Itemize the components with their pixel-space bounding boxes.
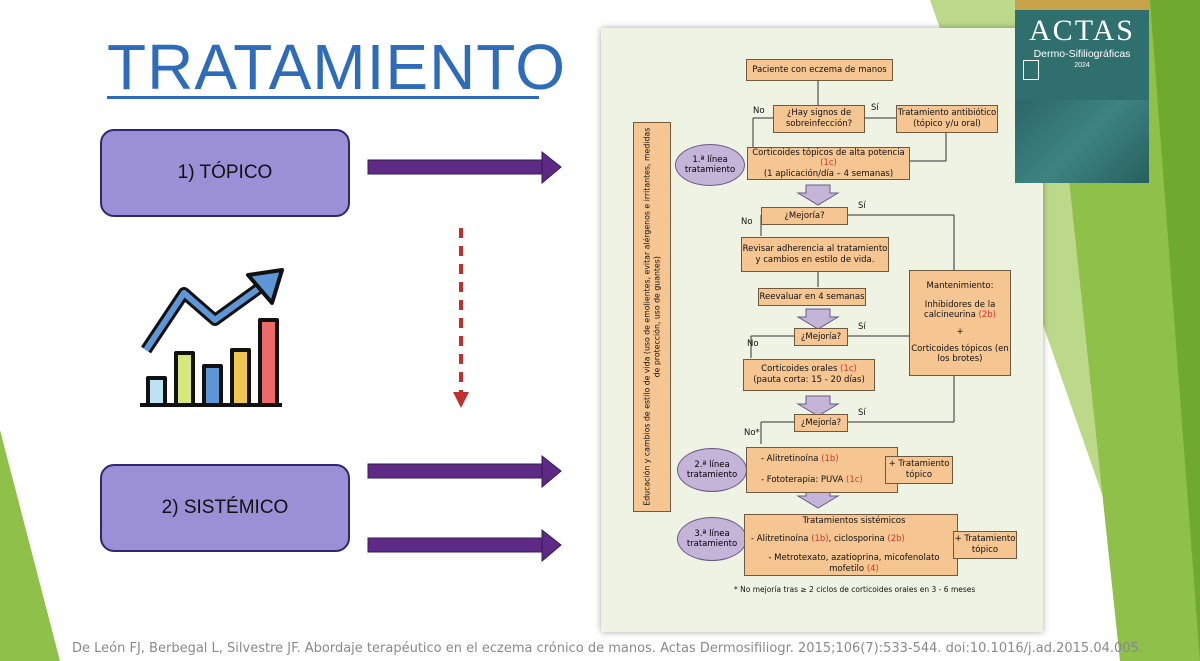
- citation: De León FJ, Berbegal L, Silvestre JF. Ab…: [72, 641, 1143, 656]
- fc-sobreinfeccion: ¿Hay signos de sobreinfección?: [773, 105, 865, 133]
- journal-cover: ACTAS Dermo-Sifiliográficas 2024: [1015, 0, 1149, 183]
- sistemico-box: 2) SISTÉMICO: [100, 464, 350, 552]
- fc-label-si-3: Sí: [858, 322, 866, 332]
- journal-name: ACTAS: [1029, 14, 1135, 47]
- fc-reevaluar: Reevaluar en 4 semanas: [758, 288, 866, 306]
- fc-educacion: Educación y cambios de estilo de vida (u…: [633, 122, 671, 512]
- title-underline: [107, 96, 539, 99]
- journal-top-band: [1015, 0, 1149, 10]
- arrow-sistemico-2: [367, 528, 562, 563]
- fc-footnote: * No mejoría tras ≥ 2 ciclos de corticoi…: [734, 585, 976, 594]
- fc-label-no-1: No: [753, 106, 765, 116]
- journal-logo: [1023, 60, 1039, 80]
- topico-box: 1) TÓPICO: [100, 129, 350, 217]
- arrow-topico: [367, 150, 562, 185]
- fc-linea3: 3.ª línea tratamiento: [677, 517, 747, 561]
- fc-mejoria-3: ¿Mejoría?: [794, 414, 848, 432]
- arrow-sistemico-1: [367, 454, 562, 489]
- fc-label-no-star: No*: [744, 428, 760, 438]
- dashed-down-arrow: [453, 228, 469, 408]
- growth-chart-icon: [140, 268, 284, 407]
- flowchart-panel: Paciente con eczema de manos ¿Hay signos…: [601, 28, 1043, 632]
- fc-mejoria-2: ¿Mejoría?: [794, 328, 848, 346]
- fc-linea1: 1.ª línea tratamiento: [675, 144, 745, 186]
- fc-antibiotico: Tratamiento antibiótico (tópico y/u oral…: [896, 105, 998, 133]
- fc-mejoria-1: ¿Mejoría?: [761, 207, 848, 225]
- journal-subtitle: Dermo-Sifiliográficas: [1033, 48, 1131, 60]
- fc-segunda-linea: - Alitretinoína (1b) - Fototerapia: PUVA…: [746, 447, 898, 493]
- fc-label-si-2: Sí: [858, 201, 866, 211]
- fc-label-no-2: No: [741, 217, 753, 227]
- flowchart-connectors: [750, 80, 956, 539]
- journal-texture: [1015, 100, 1149, 183]
- fc-start: Paciente con eczema de manos: [746, 59, 893, 81]
- sistemico-label: 2) SISTÉMICO: [161, 497, 289, 518]
- arrows-layer: [140, 150, 562, 563]
- fc-corticoides-orales: Corticoides orales (1c) (pauta corta: 15…: [743, 359, 875, 391]
- fc-label-si-1: Sí: [871, 103, 879, 113]
- fc-mas-topico-2: + Tratamiento tópico: [953, 531, 1017, 559]
- fc-label-no-3: No: [747, 339, 759, 349]
- fc-mantenimiento: Mantenimiento: Inhibidores de la calcine…: [909, 270, 1011, 376]
- fc-sistemicos: Tratamientos sistémicos - Alitretinoína …: [744, 514, 958, 576]
- fc-linea2: 2.ª línea tratamiento: [677, 448, 747, 492]
- fc-label-si-4: Sí: [858, 408, 866, 418]
- fc-revisar: Revisar adherencia al tratamiento y camb…: [741, 237, 889, 272]
- topico-label: 1) TÓPICO: [177, 162, 273, 183]
- fc-mas-topico-1: + Tratamiento tópico: [885, 456, 953, 484]
- fc-corticoides-topicos: Corticoides tópicos de alta potencia (1c…: [747, 147, 910, 180]
- slide-title: TRATAMIENTO: [107, 31, 566, 103]
- journal-year: 2024: [1074, 62, 1090, 69]
